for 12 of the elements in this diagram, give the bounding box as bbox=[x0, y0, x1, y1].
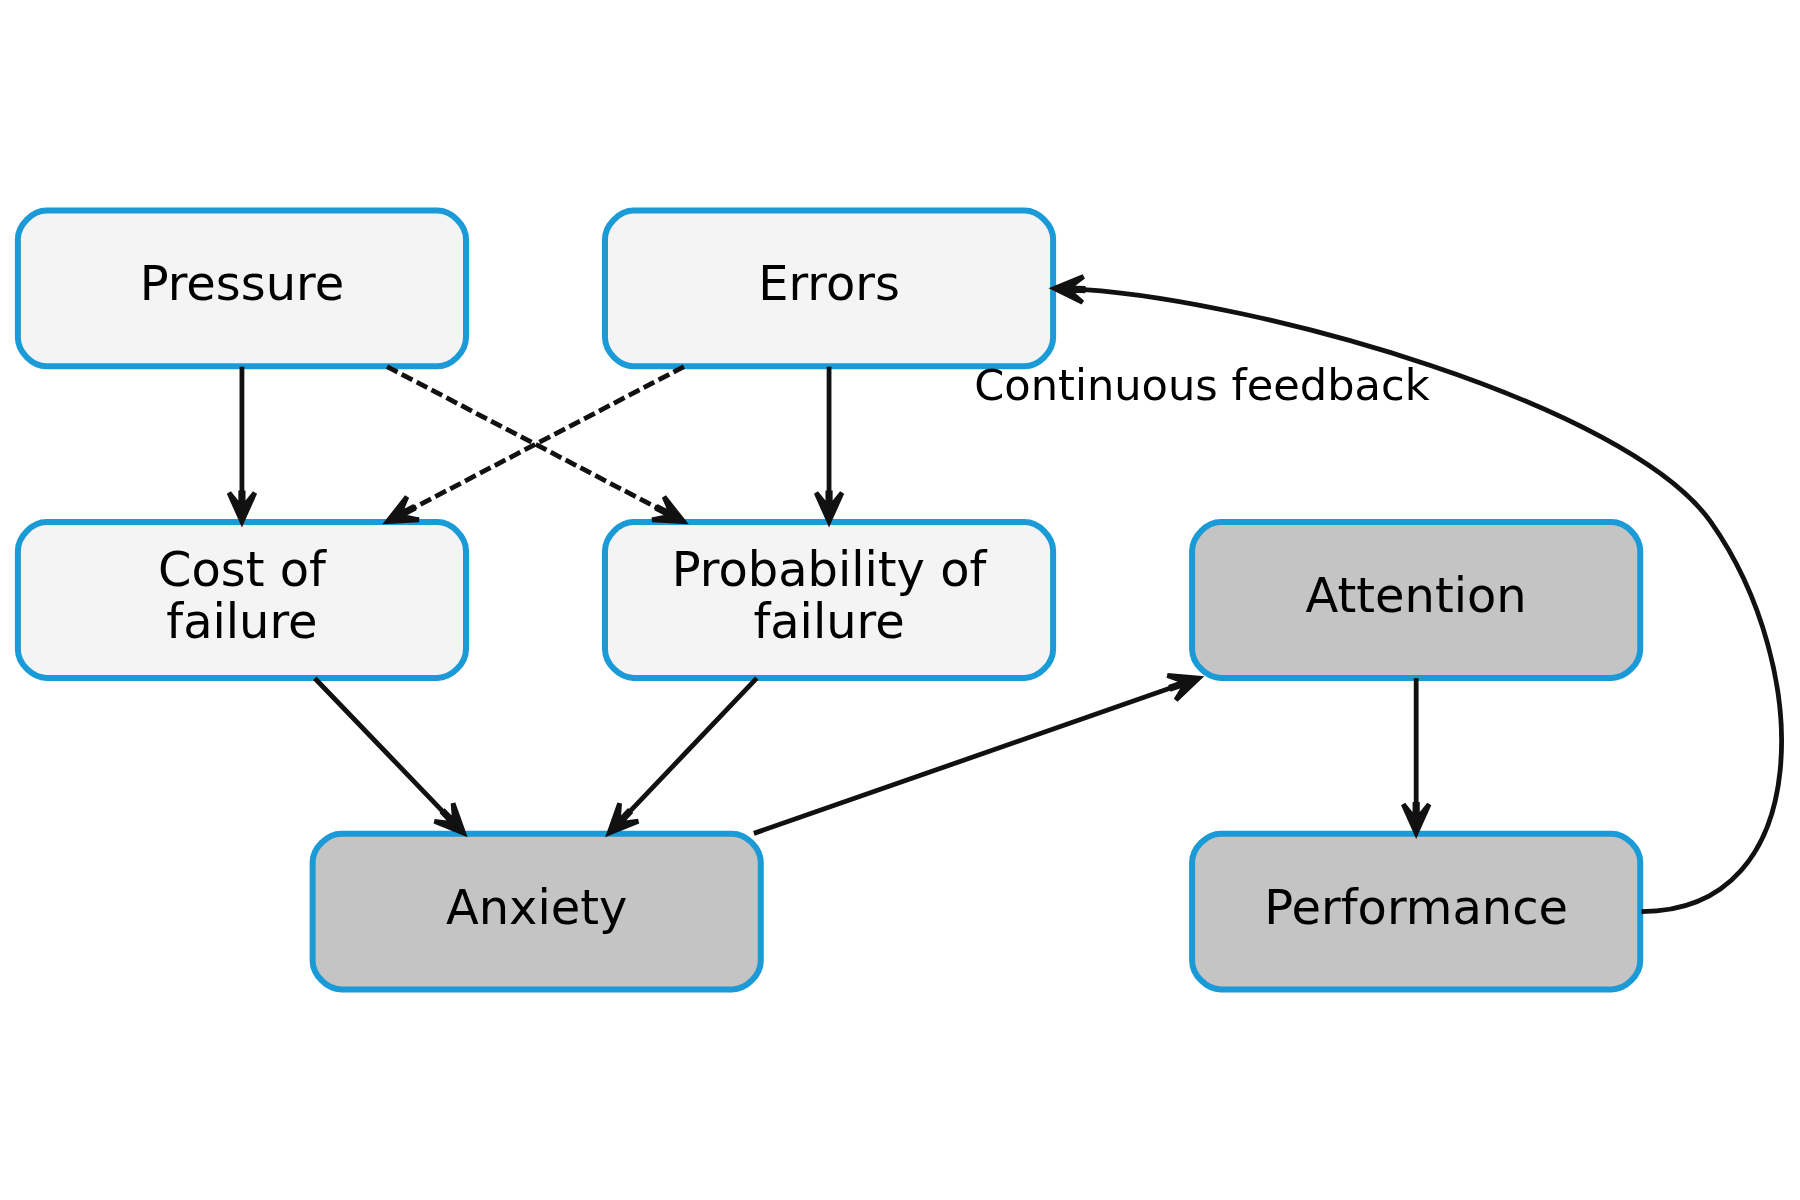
node-box: Cost of failure bbox=[14, 519, 469, 681]
arrow bbox=[385, 364, 686, 524]
node-box: Anxiety bbox=[309, 830, 764, 993]
arrow bbox=[606, 676, 759, 836]
arrow bbox=[753, 673, 1202, 836]
node-box: Attention bbox=[1189, 519, 1644, 681]
arrow bbox=[1400, 678, 1432, 836]
node-box: Probability of failure bbox=[602, 519, 1057, 681]
node-box: Performance bbox=[1189, 830, 1644, 993]
node-box: Pressure bbox=[14, 207, 469, 370]
arrow bbox=[313, 676, 467, 836]
arrow bbox=[1051, 274, 1784, 914]
